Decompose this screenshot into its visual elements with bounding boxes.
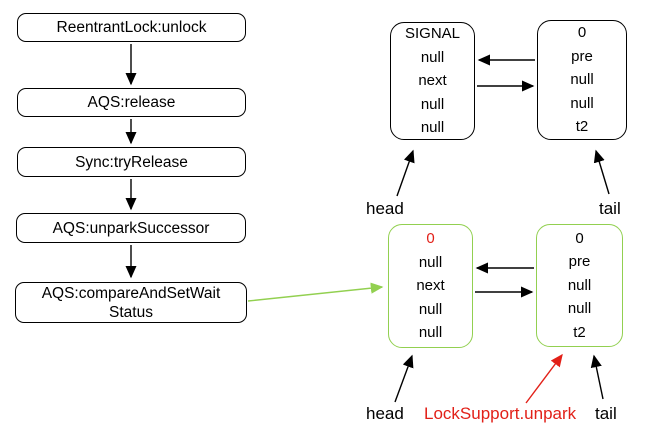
node-field: null xyxy=(567,276,592,294)
flow-step-label-line1: AQS:compareAndSetWait xyxy=(41,284,221,302)
bottom-tail-node: 0 pre null null t2 xyxy=(536,224,623,347)
node-field: null xyxy=(418,324,443,342)
top-head-label: head xyxy=(366,199,404,218)
node-field: pre xyxy=(568,253,591,271)
flow-step-reentrantlock-unlock: ReentrantLock:unlock xyxy=(17,13,246,42)
flow-step-label: ReentrantLock:unlock xyxy=(56,19,207,36)
node-field: next xyxy=(418,72,447,90)
top-head-pointer-arrow xyxy=(396,149,415,197)
flow-step-label: Sync:tryRelease xyxy=(75,153,188,171)
node-field: null xyxy=(420,48,445,66)
top-tail-pointer-arrow xyxy=(593,149,610,195)
node-field: null xyxy=(570,71,594,89)
cas-status-green-arrow xyxy=(247,282,384,302)
node-field: next xyxy=(416,277,445,295)
node-thread: t2 xyxy=(575,118,589,136)
flow-step-label-line2: Status xyxy=(109,303,153,321)
bottom-tail-label: tail xyxy=(595,404,617,423)
top-head-node: SIGNAL null next null null xyxy=(390,22,475,140)
node-waitstatus: 0 xyxy=(426,230,435,248)
node-field: null xyxy=(418,253,443,271)
node-field: null xyxy=(420,119,445,137)
unpark-red-arrow xyxy=(525,353,563,404)
flow-step-label: AQS:release xyxy=(87,94,176,111)
node-waitstatus: 0 xyxy=(575,229,584,247)
node-field: null xyxy=(420,95,445,113)
node-field: null xyxy=(567,300,592,318)
flow-step-sync-tryrelease: Sync:tryRelease xyxy=(17,147,246,177)
top-tail-label: tail xyxy=(599,199,621,218)
flow-step-aqs-release: AQS:release xyxy=(17,88,246,117)
node-waitstatus: SIGNAL xyxy=(404,25,461,43)
node-field: null xyxy=(418,300,443,318)
bottom-head-label: head xyxy=(366,404,404,423)
node-field: pre xyxy=(571,47,593,65)
flow-step-label: AQS:unparkSuccessor xyxy=(52,219,210,237)
node-thread: t2 xyxy=(573,323,586,341)
node-field: null xyxy=(570,94,594,112)
top-tail-node: 0 pre null null t2 xyxy=(537,20,627,140)
locksupport-unpark-label: LockSupport.unpark xyxy=(424,404,577,423)
flow-step-aqs-unparksuccessor: AQS:unparkSuccessor xyxy=(16,213,246,243)
bottom-head-pointer-arrow xyxy=(394,354,414,403)
bottom-head-node: 0 null next null null xyxy=(388,224,473,348)
bottom-tail-pointer-arrow xyxy=(590,354,604,400)
flow-step-aqs-compareandsetwaitstatus: AQS:compareAndSetWait Status xyxy=(15,282,247,323)
node-waitstatus: 0 xyxy=(577,24,587,42)
